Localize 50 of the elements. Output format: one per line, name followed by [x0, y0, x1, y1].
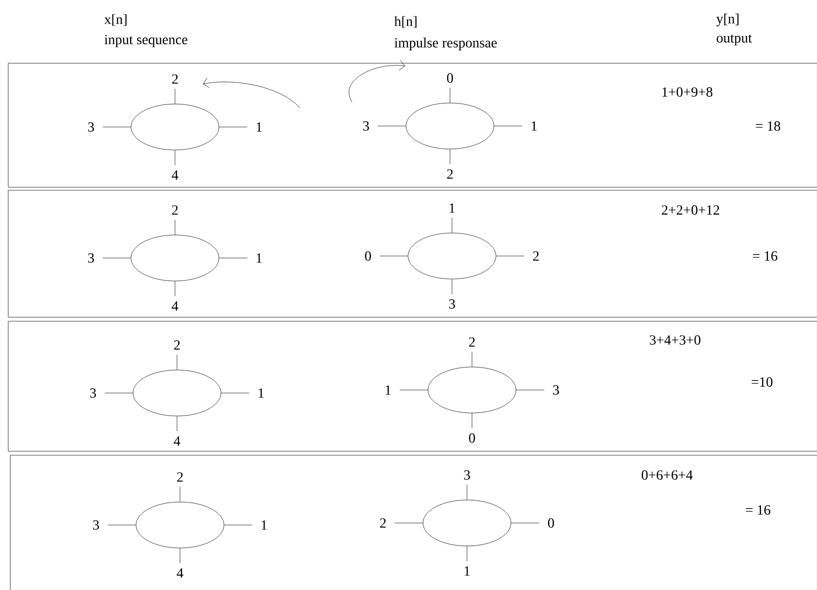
position-number: 1 — [258, 388, 264, 398]
row-panel — [10, 455, 817, 590]
position-number: 1 — [464, 566, 470, 576]
position-number: 4 — [172, 170, 178, 180]
header-label: output — [716, 34, 752, 46]
position-number: 4 — [176, 568, 184, 578]
position-number: 3 — [363, 121, 369, 131]
position-number: 2 — [174, 340, 180, 350]
row-panel — [8, 190, 817, 318]
row-panel — [8, 63, 817, 188]
result-value: = 16 — [746, 505, 770, 515]
position-number: 1 — [262, 520, 267, 530]
position-number: 4 — [174, 436, 180, 446]
row-panel — [8, 321, 817, 452]
position-number: 1 — [256, 122, 262, 132]
position-number: 2 — [447, 169, 453, 179]
header-label: input sequence — [104, 34, 188, 48]
result-value: = 18 — [756, 121, 780, 131]
position-number: 2 — [177, 472, 183, 482]
position-number: 3 — [88, 253, 94, 263]
position-number: 2 — [380, 518, 386, 528]
position-number: 3 — [93, 520, 99, 530]
sum-expression: 2+2+0+12 — [662, 205, 720, 215]
position-number: 3 — [449, 299, 455, 309]
position-number: 2 — [469, 337, 475, 347]
position-number: 3 — [553, 385, 559, 395]
header-label: h[n] — [394, 16, 416, 28]
sum-expression: 3+4+3+0 — [650, 335, 700, 345]
result-value: = 16 — [753, 251, 778, 261]
position-number: 0 — [548, 518, 554, 528]
position-number: 0 — [365, 251, 371, 261]
position-number: 3 — [88, 122, 94, 132]
sum-expression: 0+6+6+4 — [642, 470, 693, 480]
header-label: x[n] — [104, 14, 126, 26]
position-number: 3 — [90, 388, 96, 398]
header-label: impulse responsae — [394, 38, 497, 50]
position-number: 0 — [447, 73, 453, 83]
position-number: 4 — [172, 301, 178, 311]
position-number: 2 — [172, 205, 178, 215]
position-number: 1 — [532, 121, 537, 131]
position-number: 1 — [450, 203, 455, 213]
position-number: 2 — [172, 74, 178, 84]
position-number: 2 — [533, 251, 539, 261]
header-label: y[n] — [716, 14, 738, 26]
position-number: 0 — [469, 433, 475, 443]
position-number: 1 — [386, 385, 391, 395]
result-value: =10 — [752, 377, 772, 387]
sum-expression: 1+0+9+8 — [662, 87, 712, 97]
position-number: 3 — [464, 470, 470, 480]
position-number: 1 — [256, 253, 262, 263]
